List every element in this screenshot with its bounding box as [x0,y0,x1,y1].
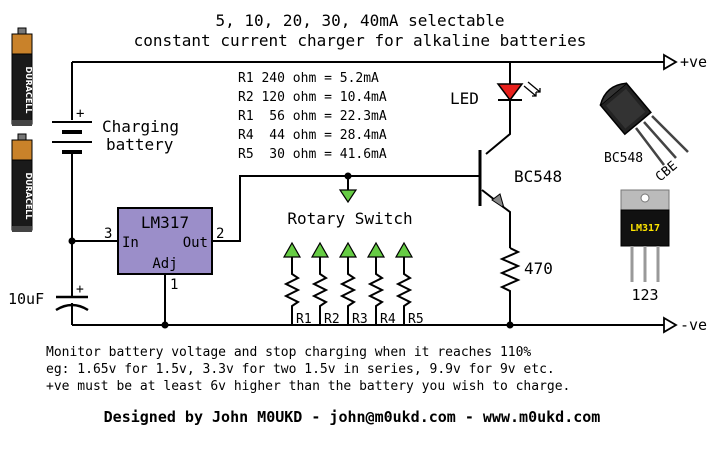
resistor-label-4: R4 [380,312,396,327]
rotary-switch-common [338,176,358,204]
led-label: LED [450,89,479,108]
resistor-470-label: 470 [524,259,553,278]
switch-contact-2 [310,241,330,258]
led-symbol [485,62,541,155]
resistor-table-row-5: R5 30 ohm = 41.6mA [238,147,387,162]
credit-line: Designed by John M0UKD - john@m0ukd.com … [104,408,601,426]
resistor-value-table: R1 240 ohm = 5.2mA R2 120 ohm = 10.4mA R1 … [238,71,387,162]
switch-contact-1 [282,241,302,258]
charging-label-line1: Charging [102,117,179,136]
rotary-switch-label: Rotary Switch [287,209,412,228]
resistor-table-row-3: R1 56 ohm = 22.3mA [238,109,387,124]
switch-contact-3 [338,241,358,258]
note-line-3: +ve must be at least 6v higher than the … [46,379,570,394]
regulator-out-pin: Out [183,235,208,251]
capacitor-label: 10uF [8,290,44,308]
switch-contact-5 [394,241,414,258]
lm317-package-illustration [620,189,670,282]
negative-rail [72,316,678,334]
pin-number-out: 2 [216,226,224,242]
title-line2: constant current charger for alkaline ba… [134,31,587,50]
charging-battery-symbol [52,62,92,296]
capacitor-symbol [55,295,89,325]
plus-ve-label: +ve [680,53,707,71]
battery-plus-sign: + [76,106,84,122]
resistor-table-row-1: R1 240 ohm = 5.2mA [238,71,379,86]
bc548-pins-label: CBE [653,158,681,185]
resistor-470-symbol [499,247,521,325]
pin-number-adj: 1 [170,277,178,293]
minus-ve-label: -ve [680,316,707,334]
regulator-adj-pin: Adj [152,256,177,272]
bc548-transistor-symbol [478,150,511,248]
resistor-table-row-2: R2 120 ohm = 10.4mA [238,90,387,105]
capacitor-plus-sign: + [76,282,84,297]
pin-number-in: 3 [104,226,112,242]
duracell-label-bottom: DURACELL [24,172,33,219]
transistor-label: BC548 [514,167,562,186]
resistor-1 [283,257,301,325]
resistor-table-row-4: R4 44 ohm = 28.4mA [238,128,387,143]
title-line1: 5, 10, 20, 30, 40mA selectable [216,11,505,30]
resistor-4 [367,257,385,325]
regulator-name: LM317 [141,213,189,232]
resistor-5 [395,257,413,325]
switch-contact-4 [366,241,386,258]
charging-label-line2: battery [106,135,174,154]
junction-470 [506,321,514,329]
resistor-3 [339,257,357,325]
resistor-label-5: R5 [408,312,424,327]
lm317-pins-label: 123 [631,286,658,304]
bc548-package-illustration [599,82,689,166]
regulator-in-pin: In [122,235,139,251]
junction-switch [344,172,352,180]
resistor-2 [311,257,329,325]
note-line-2: eg: 1.65v for 1.5v, 3.3v for two 1.5v in… [46,362,555,377]
bc548-package-label: BC548 [604,151,643,166]
positive-rail [72,53,678,71]
lm317-package-label: LM317 [630,223,660,234]
resistor-label-2: R2 [324,312,340,327]
resistor-label-1: R1 [296,312,312,327]
note-line-1: Monitor battery voltage and stop chargin… [46,345,531,360]
junction-adj [161,321,169,329]
aa-battery-top [11,27,33,126]
aa-battery-bottom [11,133,33,232]
duracell-label-top: DURACELL [24,66,33,113]
resistor-bank: R1 R2 R3 R4 R5 [282,241,424,327]
resistor-label-3: R3 [352,312,368,327]
